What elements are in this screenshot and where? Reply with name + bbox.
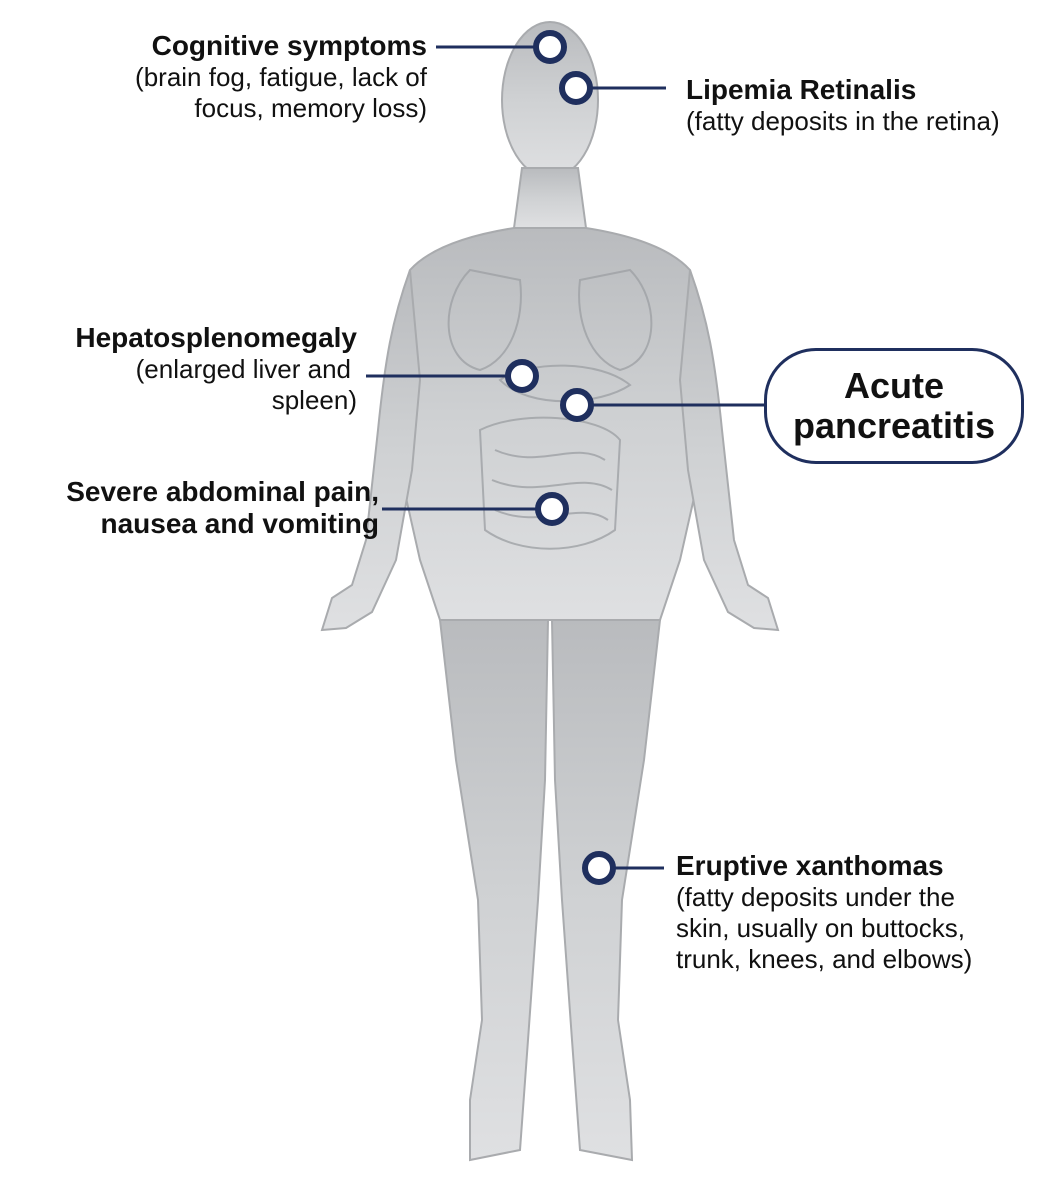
lipemia-title: Lipemia Retinalis — [686, 74, 1000, 106]
lipemia-desc-line1: (fatty deposits in the retina) — [686, 106, 1000, 137]
abdominal-marker-dot — [538, 495, 566, 523]
hepato-desc-line2: spleen) — [75, 385, 357, 416]
abdominal-pain-label: Severe abdominal pain, nausea and vomiti… — [66, 476, 379, 540]
cognitive-marker-dot — [536, 33, 564, 61]
hepato-title: Hepatosplenomegaly — [75, 322, 357, 354]
xanthomas-marker-dot — [585, 854, 613, 882]
cognitive-symptoms-label: Cognitive symptoms (brain fog, fatigue, … — [135, 30, 427, 124]
pancreatitis-marker-dot — [563, 391, 591, 419]
xanthomas-desc-line1: (fatty deposits under the — [676, 882, 972, 913]
lipemia-marker-dot — [562, 74, 590, 102]
abdominal-title-line1: Severe abdominal pain, — [66, 476, 379, 508]
pancreatitis-title-line1: Acute — [793, 366, 995, 406]
cognitive-desc-line2: focus, memory loss) — [135, 93, 427, 124]
hepato-desc-line1: (enlarged liver and — [75, 354, 357, 385]
xanthomas-title: Eruptive xanthomas — [676, 850, 972, 882]
xanthomas-desc-line3: trunk, knees, and elbows) — [676, 944, 972, 975]
cognitive-title: Cognitive symptoms — [135, 30, 427, 62]
xanthomas-desc-line2: skin, usually on buttocks, — [676, 913, 972, 944]
cognitive-desc-line1: (brain fog, fatigue, lack of — [135, 62, 427, 93]
abdominal-title-line2: nausea and vomiting — [66, 508, 379, 540]
pancreatitis-title-line2: pancreatitis — [793, 406, 995, 446]
body-silhouette — [322, 22, 778, 1160]
acute-pancreatitis-callout: Acute pancreatitis — [764, 348, 1024, 464]
lipemia-retinalis-label: Lipemia Retinalis (fatty deposits in the… — [686, 74, 1000, 137]
hepatosplenomegaly-label: Hepatosplenomegaly (enlarged liver and s… — [75, 322, 357, 416]
hepato-marker-dot — [508, 362, 536, 390]
eruptive-xanthomas-label: Eruptive xanthomas (fatty deposits under… — [676, 850, 972, 975]
